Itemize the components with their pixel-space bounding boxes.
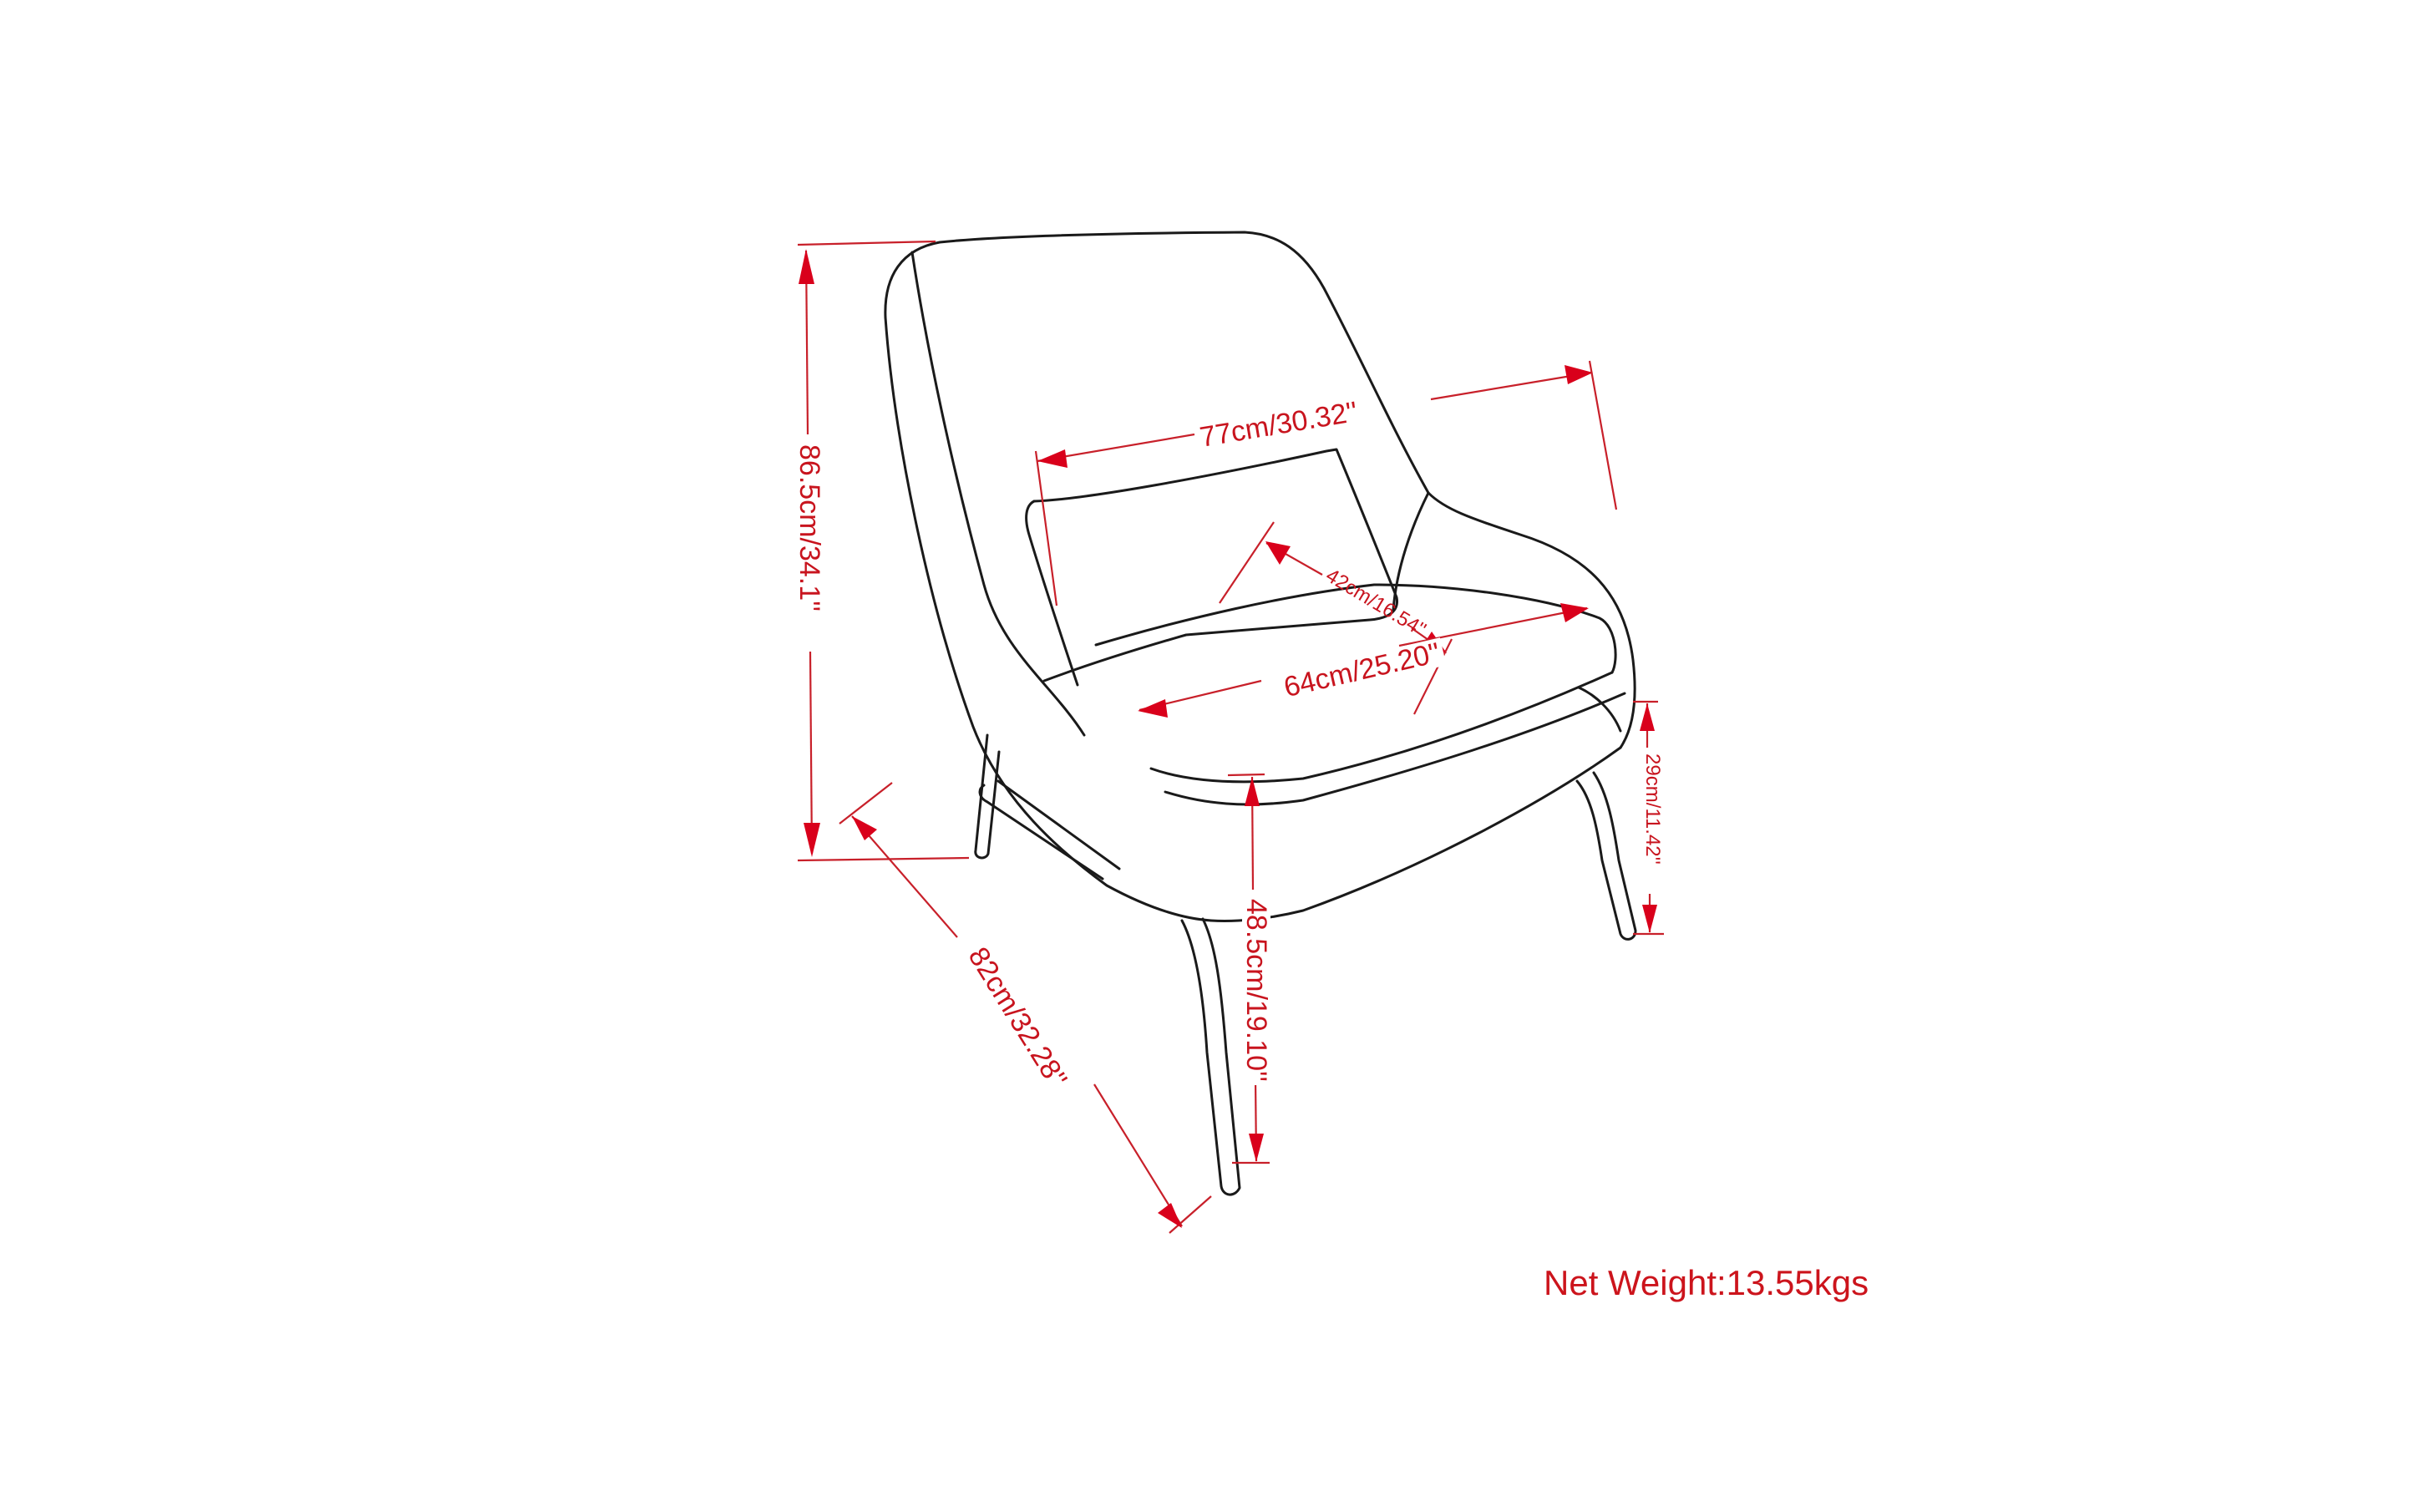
dim-arm-height bbox=[1633, 700, 1664, 936]
net-weight-label: Net Weight:13.55kgs bbox=[1544, 1263, 1869, 1302]
seat-base-band-right bbox=[1577, 686, 1622, 733]
arm-inner-crease bbox=[1392, 491, 1430, 611]
label-overall-height: 86.5cm/34.1'' bbox=[794, 441, 825, 616]
leg-back-left bbox=[974, 733, 1001, 860]
dimension-lines bbox=[797, 240, 1664, 1234]
seat-base-band bbox=[1164, 692, 1626, 806]
dim-seat-height bbox=[1227, 773, 1270, 1164]
back-stretcher bbox=[978, 779, 1121, 880]
leg-front-right bbox=[1575, 771, 1637, 941]
shell-bottom bbox=[1210, 746, 1622, 922]
leg-front-left bbox=[1180, 917, 1241, 1196]
dim-overall-width bbox=[1034, 360, 1618, 606]
pillow-left-edge bbox=[1025, 500, 1079, 687]
label-seat-height: 48.5cm/19.10'' bbox=[1240, 896, 1272, 1086]
lumbar-pillow bbox=[1032, 448, 1399, 682]
back-inner-left bbox=[910, 251, 1086, 737]
seat-cushion-front bbox=[1149, 671, 1614, 784]
arm-right bbox=[1427, 491, 1636, 749]
dim-overall-depth bbox=[839, 782, 1212, 1234]
label-arm-height: 29cm/11.42'' bbox=[1641, 753, 1664, 865]
shell-left-outer bbox=[884, 316, 1213, 922]
dim-overall-height bbox=[797, 240, 970, 862]
back-shell-outer bbox=[884, 231, 1430, 495]
seat-cushion-top bbox=[1094, 583, 1617, 674]
